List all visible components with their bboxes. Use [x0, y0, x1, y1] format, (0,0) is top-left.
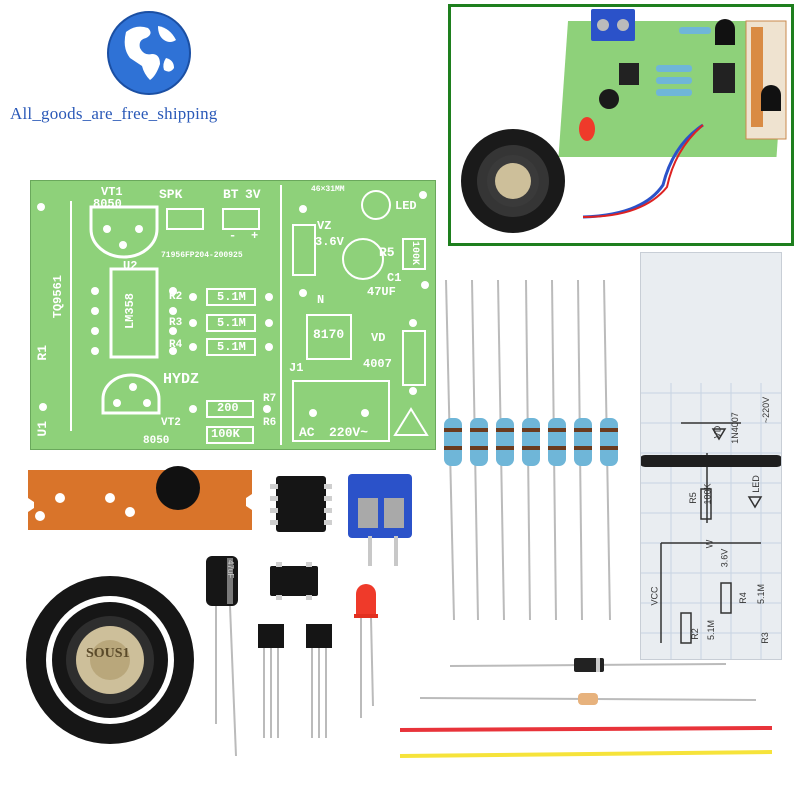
pcb-label-hydz: HYDZ	[163, 371, 200, 388]
pcb-label-led: LED	[395, 199, 417, 213]
capacitor-label: 47uF	[226, 560, 235, 579]
brand-text: All_goods_are_free_shipping	[10, 104, 218, 123]
resistor-bodies	[444, 418, 618, 466]
pcb-label-ac-voltage: 220V~	[329, 425, 369, 440]
pcb-label-bt-voltage: 3V	[245, 187, 261, 202]
resistor-bands	[444, 428, 618, 450]
pcb-label-8170: 8170	[313, 327, 345, 342]
zener-diode	[419, 693, 757, 705]
paper-label-r2: R2	[689, 628, 700, 640]
bare-pcb: VT1 8050 SPK BT 3V - + 46×31MM LED VZ 3.…	[30, 180, 436, 450]
pcb-label-r4-value: 5.1M	[217, 340, 246, 354]
assembled-board-photo	[451, 7, 791, 243]
globe-logo-icon	[107, 11, 191, 95]
pcb-label-vt1: VT1	[101, 185, 123, 199]
pcb-label-r5-value: 100K	[409, 241, 420, 266]
pcb-label-n: N	[317, 293, 325, 307]
paper-label-100k: 100K	[702, 483, 713, 505]
pcb-label-vd: VD	[371, 331, 386, 345]
diode-1n4007	[449, 658, 727, 672]
pcb-label-vz-voltage: 3.6V	[315, 235, 344, 249]
paper-label-r5: R5	[687, 492, 698, 504]
paper-label-led: LED	[750, 475, 761, 493]
pcb-label-size: 46×31MM	[311, 185, 345, 194]
schematic-paper: VD 1N4007 ~220V R5 100K LED W 3.6V VCC R…	[640, 252, 782, 660]
paper-label-36v: 3.6V	[719, 548, 730, 568]
transistor-1	[258, 624, 284, 738]
screw-terminal	[348, 474, 412, 566]
sound-chip-module	[28, 466, 252, 530]
electrolytic-capacitor	[206, 556, 238, 757]
pcb-label-u2: U2	[123, 259, 138, 273]
pcb-label-vz: VZ	[317, 219, 332, 233]
ic-small	[270, 562, 318, 600]
transistor-2	[306, 624, 332, 738]
paper-label-r4: R4	[737, 592, 748, 604]
paper-label-1n4007: 1N4007	[729, 412, 740, 444]
pcb-label-vt2-part: 8050	[143, 435, 170, 447]
pcb-label-spk: SPK	[159, 187, 183, 202]
pcb-label-board-code: 71956FP204-200925	[161, 251, 243, 260]
pcb-label-r2-value: 5.1M	[217, 290, 246, 304]
pcb-label-bt-plus: +	[251, 229, 259, 243]
pcb-label-vt1-part: 8050	[93, 197, 122, 211]
pcb-label-r7: R7	[263, 393, 277, 405]
paper-label-r2-value: 5.1M	[706, 619, 717, 641]
pcb-label-r3: R3	[169, 317, 183, 329]
ic-lm358	[270, 476, 332, 532]
pcb-label-r4: R4	[169, 339, 183, 351]
pcb-silkscreen	[37, 185, 429, 445]
red-led	[354, 584, 378, 718]
pcb-label-r2: R2	[169, 291, 183, 303]
schematic-drawing	[641, 383, 781, 659]
paper-label-220v: ~220V	[761, 396, 772, 424]
paper-label-vd: VD	[712, 425, 723, 439]
pcb-label-vt2: VT2	[161, 417, 181, 429]
red-wire	[399, 726, 773, 732]
pcb-label-vd-value: 4007	[363, 357, 392, 371]
pcb-label-c1-value: 47UF	[367, 285, 396, 299]
pcb-label-bt: BT	[223, 187, 239, 202]
paper-label-r4-value: 5.1M	[756, 583, 767, 605]
pcb-label-r3-value: 5.1M	[217, 316, 246, 330]
speaker	[26, 576, 194, 744]
pcb-label-r6: R6	[263, 417, 277, 429]
pcb-label-ac: AC	[299, 425, 315, 440]
paper-label-w: W	[704, 539, 715, 549]
pcb-label-c1: C1	[387, 271, 402, 285]
speaker-label: SOUS1	[86, 646, 130, 661]
pcb-label-r5: R5	[379, 245, 395, 260]
pcb-label-r7-value: 200	[217, 401, 239, 415]
yellow-wire	[399, 750, 773, 758]
assembled-board-inset	[448, 4, 794, 246]
paper-label-r3: R3	[759, 632, 770, 644]
pcb-label-j1: J1	[289, 361, 304, 375]
pcb-label-r6-value: 100K	[211, 427, 240, 441]
paper-label-vcc: VCC	[649, 586, 660, 606]
pcb-label-bt-minus: -	[229, 229, 237, 243]
